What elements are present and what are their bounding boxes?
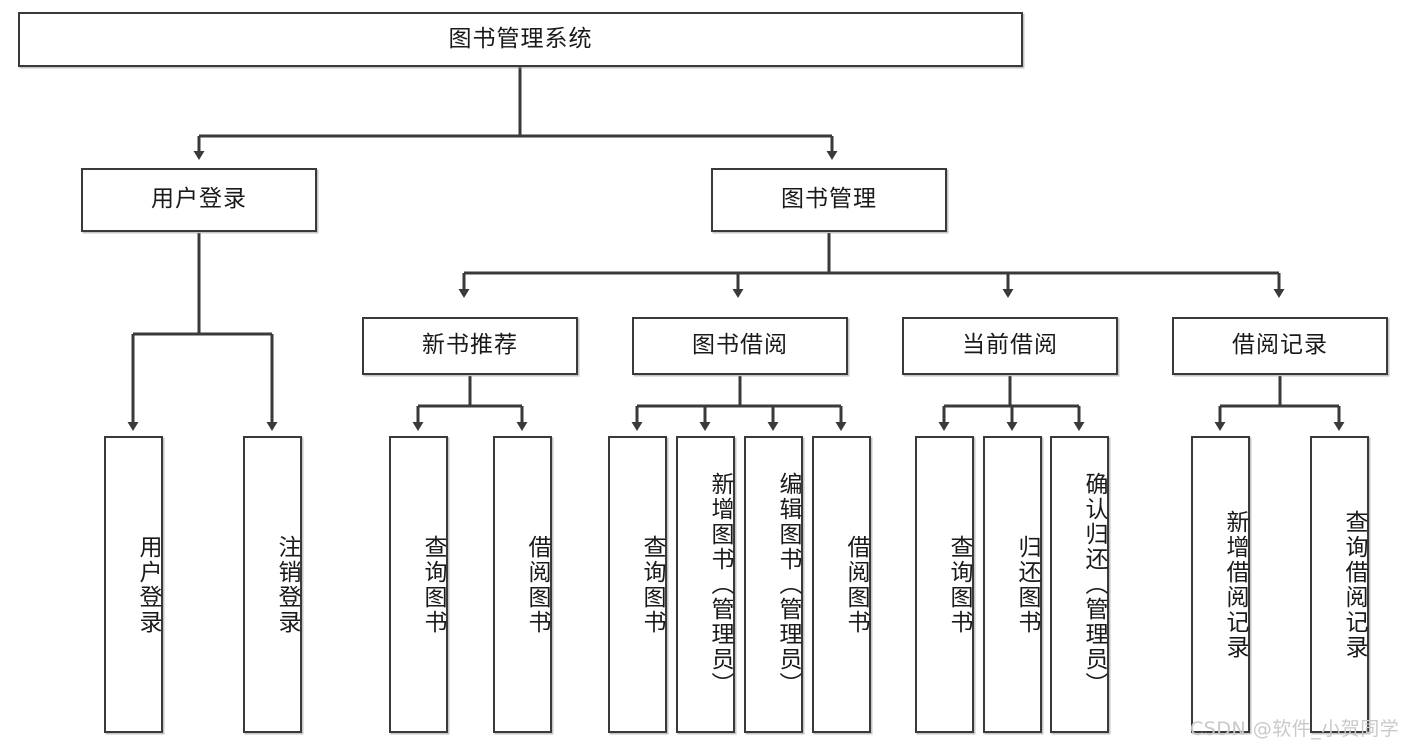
node-leaf-confirm-return[interactable]: 确认归还（管理员） [1050,436,1109,733]
node-leaf-query-record-label: 查询借阅记录 [1341,509,1367,660]
node-leaf-borrow-book-1-label: 借阅图书 [524,534,550,635]
node-leaf-logout-label: 注销登录 [274,534,300,635]
node-new-book-recommend[interactable]: 新书推荐 [362,317,578,375]
node-root-label: 图书管理系统 [448,25,593,52]
node-leaf-query-book-1[interactable]: 查询图书 [389,436,448,733]
node-borrow-record-label: 借阅记录 [1232,332,1328,359]
node-leaf-return-book-label: 归还图书 [1014,534,1040,635]
node-leaf-borrow-book-1[interactable]: 借阅图书 [493,436,552,733]
node-book-borrow-label: 图书借阅 [692,332,788,359]
node-new-book-recommend-label: 新书推荐 [422,332,518,359]
node-leaf-borrow-book-2[interactable]: 借阅图书 [812,436,871,733]
node-current-borrow-label: 当前借阅 [962,332,1058,359]
node-book-manage[interactable]: 图书管理 [711,168,947,232]
node-leaf-query-record[interactable]: 查询借阅记录 [1310,436,1369,733]
node-root[interactable]: 图书管理系统 [18,12,1023,67]
node-leaf-query-book-2[interactable]: 查询图书 [608,436,667,733]
node-user-login-label: 用户登录 [151,186,247,213]
node-leaf-user-login-label: 用户登录 [135,534,161,635]
node-leaf-add-record[interactable]: 新增借阅记录 [1191,436,1250,733]
node-book-borrow[interactable]: 图书借阅 [632,317,848,375]
node-leaf-logout[interactable]: 注销登录 [243,436,302,733]
node-leaf-edit-book[interactable]: 编辑图书（管理员） [744,436,803,733]
node-leaf-edit-book-label: 编辑图书（管理员） [775,472,801,697]
node-leaf-return-book[interactable]: 归还图书 [983,436,1042,733]
node-leaf-query-book-3[interactable]: 查询图书 [915,436,974,733]
node-leaf-borrow-book-2-label: 借阅图书 [843,534,869,635]
watermark: CSDN @软件_小贺同学 [1190,718,1400,740]
node-book-manage-label: 图书管理 [781,186,877,213]
node-leaf-confirm-return-label: 确认归还（管理员） [1081,472,1107,697]
node-leaf-add-record-label: 新增借阅记录 [1222,509,1248,660]
node-leaf-query-book-1-label: 查询图书 [420,534,446,635]
node-borrow-record[interactable]: 借阅记录 [1172,317,1388,375]
node-user-login[interactable]: 用户登录 [81,168,317,232]
node-leaf-user-login[interactable]: 用户登录 [104,436,163,733]
node-leaf-add-book-label: 新增图书（管理员） [707,472,733,697]
node-leaf-query-book-2-label: 查询图书 [639,534,665,635]
node-current-borrow[interactable]: 当前借阅 [902,317,1118,375]
node-leaf-add-book[interactable]: 新增图书（管理员） [676,436,735,733]
node-leaf-query-book-3-label: 查询图书 [946,534,972,635]
